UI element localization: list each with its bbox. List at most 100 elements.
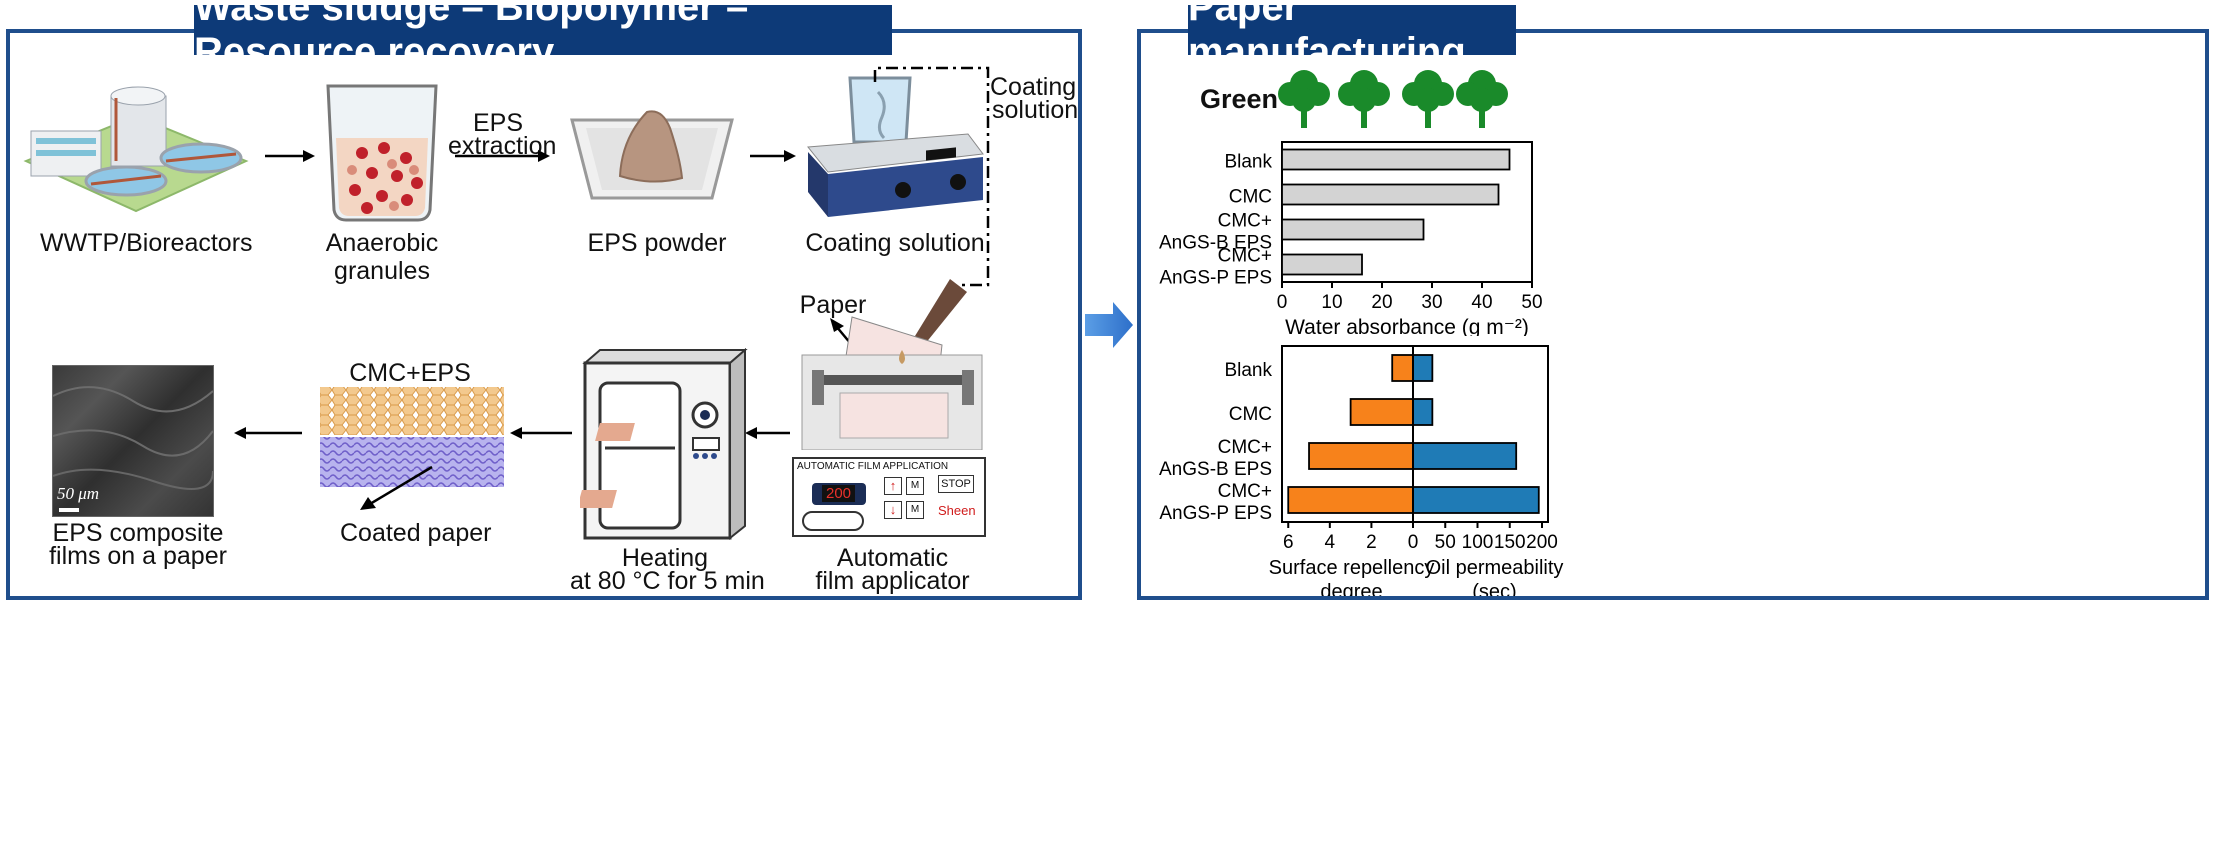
bar [1281,148,1511,171]
sem-texture [53,386,213,490]
cmc-eps-label: CMC+EPS [349,359,471,387]
oil-permeability-bar [1412,398,1434,426]
down-arrow-button: ↓ [884,501,902,519]
applicator-label-line1: Automatic [836,544,949,572]
paper-label: Paper [799,291,867,319]
x-tick-label: 30 [1421,292,1442,313]
category-label: Blank [1224,360,1272,381]
up-m-button: M [906,477,924,495]
right-axis-label-line1: Oil permeability [1426,557,1564,579]
scale-bar-label: 50 μm [57,484,100,503]
oil-permeability-bar [1412,486,1540,514]
applicator-roller [802,511,864,531]
tree-icons [1278,70,1508,128]
zero-tick-label: 0 [1408,532,1419,553]
applicator-display: 200 [812,483,866,505]
brand-label: Sheen [938,503,976,518]
right-x-tick-label: 200 [1526,532,1558,553]
category-label: AnGS-P EPS [1159,503,1272,524]
applicator-panel-title: AUTOMATIC FILM APPLICATION [797,461,949,472]
tree-icon [1278,70,1330,128]
oil-permeability-bar [1412,442,1518,470]
heating-label-line1: Heating [621,544,709,572]
coating-label: Coating solution [805,229,985,257]
category-label: CMC+ [1218,437,1272,458]
arrow-5 [510,427,572,439]
right-x-tick-label: 100 [1462,532,1494,553]
category-label: CMC+ [1218,246,1272,267]
stirrer-plate [807,76,984,217]
left-panel-title: Waste sludge – Biopolymer – Resource rec… [194,0,892,74]
repellency-bar [1391,354,1414,382]
right-panel-title: Paper manufacturing [1188,0,1516,74]
up-arrow-button: ↑ [884,477,902,495]
x-tick-label: 20 [1371,292,1392,313]
plot-frame [1281,345,1549,523]
right-x-tick-label: 150 [1494,532,1526,553]
left-x-tick-label: 4 [1325,532,1336,553]
coating-side-label-line1: Coating [990,73,1077,101]
eps-powder-label: EPS powder [587,229,727,257]
scale-bar [59,508,79,512]
bar [1281,183,1500,206]
category-label: AnGS-P EPS [1159,268,1272,289]
films-label-line1: EPS composite [52,519,224,547]
panel-transition-arrow [1085,302,1133,348]
granules-label-line2: granules [334,257,430,285]
bar [1281,253,1363,276]
category-label: CMC [1229,404,1272,425]
extraction-label-line1: EPS [472,109,524,137]
arrow-4 [745,427,790,439]
repellency-bar [1308,442,1414,470]
right-panel [1137,29,2209,600]
repellency-bar [1287,486,1414,514]
arrow-2 [455,150,550,162]
heating-label-line2: at 80 °C for 5 min [570,567,765,595]
category-label: AnGS-B EPS [1159,233,1272,254]
applicator-display-value: 200 [822,485,856,502]
sem-image: 50 μm [52,365,214,517]
coated-paper-pointer-arrow [360,465,433,510]
coating-dashed-connector [873,66,990,287]
coating-side-label-line2: solution [992,96,1079,124]
eps-powder-tray [570,110,734,200]
x-tick-label: 10 [1321,292,1342,313]
category-label: CMC+ [1218,211,1272,232]
x-tick-label: 0 [1277,292,1288,313]
granules-beaker [326,84,438,222]
left-axis-label-line2: degree [1320,581,1382,596]
film-applicator [801,316,983,450]
plot-frame [1281,141,1533,283]
category-label: CMC+ [1218,481,1272,502]
repellency-bar [1349,398,1414,426]
tree-icon [1402,70,1454,128]
down-m-button: M [906,501,924,519]
x-tick-label: 50 [1521,292,1542,313]
wwtp-label: WWTP/Bioreactors [40,229,253,257]
x-axis-label: Water absorbance (g m⁻²) [1285,316,1529,336]
applicator-control-box: AUTOMATIC FILM APPLICATION 200 ↑ M ↓ M S… [792,457,986,537]
heating-oven [580,348,748,540]
applicator-label-line2: film applicator [815,567,970,595]
oil-permeability-bar [1412,354,1434,382]
films-label-line2: films on a paper [49,542,227,570]
left-x-tick-label: 6 [1283,532,1294,553]
right-x-tick-label: 50 [1435,532,1456,553]
arrow-3 [750,150,796,162]
wwtp-illustration [23,86,249,213]
left-x-tick-label: 2 [1366,532,1377,553]
granules-label-line1: Anaerobic [325,229,439,257]
bar [1281,218,1425,241]
coated-paper-label: Coated paper [340,519,492,547]
left-axis-label-line1: Surface repellency [1269,557,1435,579]
category-label: CMC [1229,187,1272,208]
tree-icon [1338,70,1390,128]
arrow-1 [265,150,315,162]
right-axis-label-line2: (sec) [1472,581,1516,596]
green-label: Green [1200,84,1279,114]
stop-button: STOP [938,475,974,493]
tree-icon [1456,70,1508,128]
category-label: Blank [1224,152,1272,173]
